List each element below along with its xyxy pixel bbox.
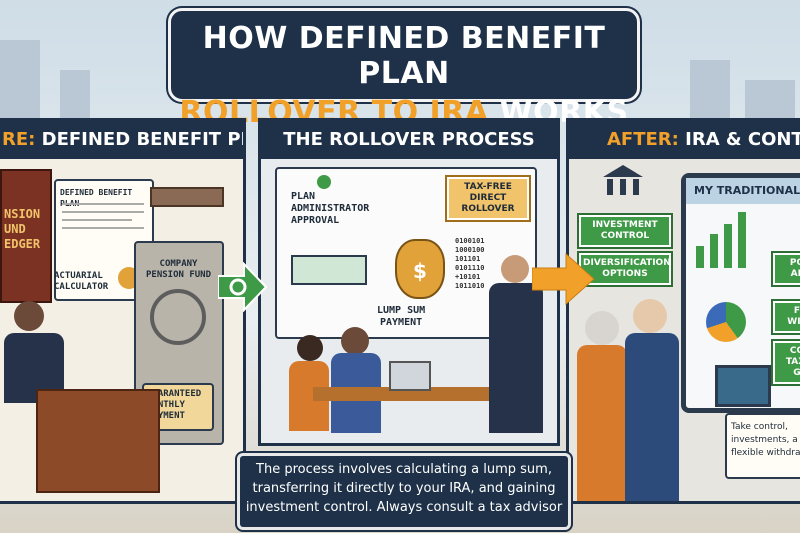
tax-free-rollover-badge: TAX-FREE DIRECT ROLLOVER	[447, 177, 529, 220]
panel-before-heading: DEFINED BENEFIT PLAN	[41, 129, 243, 150]
laptop-icon	[389, 361, 431, 391]
document-line	[62, 227, 144, 229]
pension-ledger-book: NSION UND EDGER	[0, 169, 52, 303]
bank-roof	[603, 165, 643, 177]
chart-bar	[710, 234, 718, 268]
panel-before: RE: DEFINED BENEFIT PLAN NSION UND EDGER…	[0, 118, 246, 504]
document-line	[62, 219, 132, 221]
retiree-woman-head	[585, 311, 619, 345]
kiosk-text: Take control, investments, a flexible wi…	[731, 422, 800, 458]
ledger-label: NSION UND EDGER	[4, 207, 41, 251]
plan-document-title: DEFINED BENEFIT PLAN	[60, 188, 133, 208]
panel-after-title: AFTER: IRA & CONTRO	[569, 121, 800, 159]
gear-icon	[150, 289, 206, 345]
caption-box: The process involves calculating a lump …	[237, 453, 571, 530]
retiree-man-head	[633, 299, 667, 333]
guaranteed-payment-text: GUARANTEED MONTHLY PAYMENT	[147, 389, 202, 421]
city-building	[745, 80, 795, 120]
fund-label: COMPANY PENSION FUND	[146, 259, 212, 280]
pie-chart-icon	[706, 302, 746, 342]
panel-after: AFTER: IRA & CONTRO INVESTMENT CONTROL D…	[566, 118, 800, 504]
advisor-body	[489, 283, 543, 433]
title-line-1: HOW DEFINED BENEFIT PLAN	[202, 21, 606, 91]
panel-process: THE ROLLOVER PROCESS PLAN ADMINISTRATOR …	[258, 118, 560, 446]
kiosk-screen	[715, 365, 771, 407]
chart-bar	[738, 212, 746, 268]
advisor-head	[14, 301, 44, 331]
money-bag-icon: $	[395, 239, 445, 299]
kiosk-note: Take control, investments, a flexible wi…	[725, 413, 800, 479]
lump-sum-label: LUMP SUM PAYMENT	[377, 305, 426, 328]
arrow-right-icon	[532, 252, 595, 306]
client-man-head	[341, 327, 369, 355]
document-line	[62, 203, 144, 205]
panel-before-prefix: RE:	[2, 129, 36, 150]
chart-bar	[696, 246, 704, 268]
advisor-head	[501, 255, 529, 283]
withdrawal-tag: F WIT	[773, 301, 800, 333]
pipe-icon	[150, 187, 224, 207]
bank-column	[607, 179, 613, 195]
tablet-header: MY TRADITIONAL	[686, 178, 800, 204]
actuarial-calculator-label: ACTUARIAL CALCULATOR	[54, 271, 109, 292]
investment-control-tag: INVESTMENT CONTROL	[579, 215, 671, 247]
bank-column	[633, 179, 639, 195]
panel-process-title: THE ROLLOVER PROCESS	[261, 121, 557, 159]
bank-icon	[603, 165, 643, 201]
city-building	[0, 40, 40, 120]
tax-tag: CO TAX- G	[773, 341, 800, 384]
retiree-man-body	[625, 333, 679, 501]
panel-after-heading: IRA & CONTRO	[685, 129, 800, 150]
arrow-right-icon	[218, 262, 268, 312]
retiree-woman-body	[577, 345, 627, 501]
portfolio-tag: PO AL	[773, 253, 800, 285]
binary-data: 0100101 1000100 101101 0101110 +10101 10…	[455, 237, 485, 290]
document-line	[62, 211, 144, 213]
client-woman-head	[297, 335, 323, 361]
admin-approval-label: PLAN ADMINISTRATOR APPROVAL	[291, 191, 370, 226]
bank-column	[620, 179, 626, 195]
meeting-table	[313, 387, 489, 401]
chart-bar	[724, 224, 732, 268]
city-building	[60, 70, 90, 120]
panel-before-title: RE: DEFINED BENEFIT PLAN	[0, 121, 243, 159]
title-banner: HOW DEFINED BENEFIT PLAN ROLLOVER TO IRA…	[168, 8, 640, 130]
city-building	[690, 60, 730, 120]
check-payment-icon	[291, 255, 367, 285]
panel-after-prefix: AFTER:	[607, 129, 679, 150]
wooden-desk	[36, 389, 160, 493]
check-icon	[317, 175, 331, 189]
